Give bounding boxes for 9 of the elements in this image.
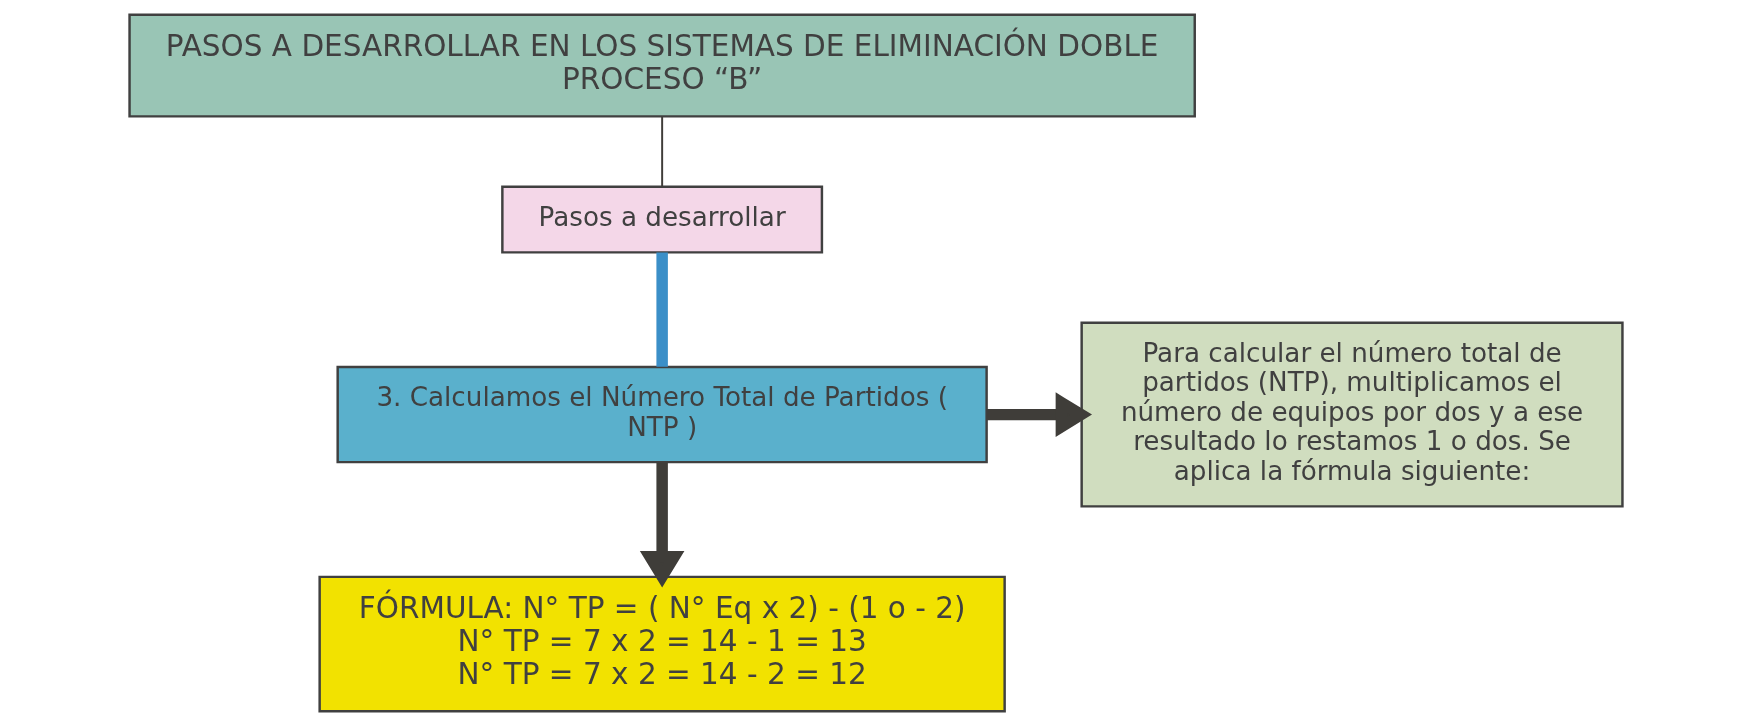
arrow — [986, 392, 1092, 437]
node-box: FÓRMULA: N° TP = ( N° Eq x 2) - (1 o - 2) N° TP = 7 x 2 = 14 - 1 = 13 N° TP = 7 x 2 = 14 - 2 = 12 — [317, 575, 1006, 713]
arrow — [639, 462, 684, 588]
node-box: 3. Calculamos el Número Total de Partidos ( NTP ) — [335, 365, 988, 464]
node-box: PASOS A DESARROLLAR EN LOS SISTEMAS DE ELIMINACIÓN DOBLE PROCESO “B” — [127, 13, 1196, 118]
connector — [655, 252, 668, 367]
connector — [660, 115, 663, 188]
node-box: Para calcular el número total de partidos (NTP), multiplicamos el número de equipos por dos y a ese resultado lo restamos 1 o dos. Se aplica la fórmula siguiente: — [1079, 321, 1624, 508]
node-box: Pasos a desarrollar — [500, 185, 823, 254]
